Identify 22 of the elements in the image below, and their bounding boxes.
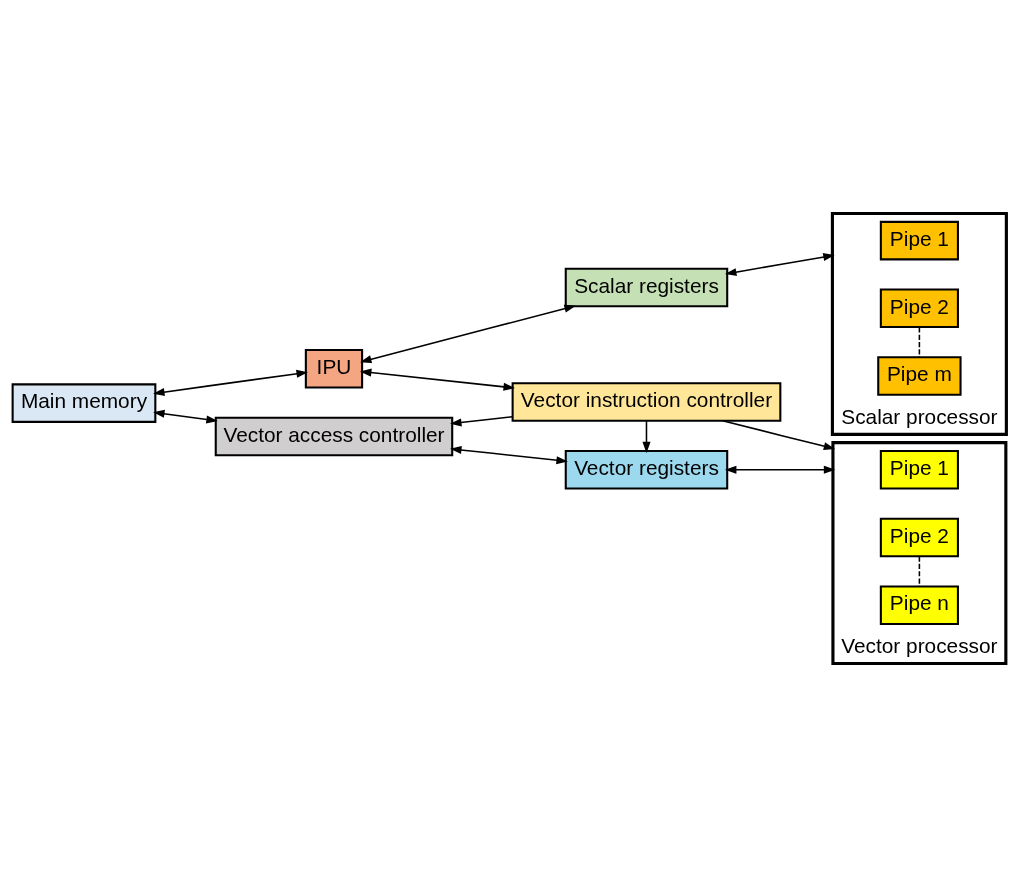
- node-box: Scalar registers: [564, 267, 729, 308]
- node-box: IPU: [304, 348, 364, 389]
- arrow: [450, 446, 568, 465]
- arrow: [724, 465, 836, 474]
- node-box: Pipe 2: [879, 288, 959, 329]
- arrow: [721, 420, 836, 451]
- arrow: [725, 253, 835, 277]
- node-box: Pipe 1: [879, 449, 959, 490]
- node-box: Pipe m: [877, 356, 962, 396]
- arrow: [359, 368, 515, 391]
- node-box: Vector access controller: [214, 416, 454, 457]
- node-box: Vector instruction controller: [511, 382, 782, 422]
- node-box: Main memory: [11, 383, 157, 423]
- node-box: Pipe n: [879, 585, 959, 625]
- arrow: [450, 415, 514, 427]
- arrow: [153, 409, 218, 424]
- arrow: [360, 304, 576, 364]
- arrow: [153, 369, 308, 397]
- node-box: Vector registers: [564, 449, 729, 490]
- node-box: Pipe 2: [879, 517, 959, 558]
- arrow: [642, 420, 651, 454]
- node-box: Pipe 1: [879, 220, 959, 261]
